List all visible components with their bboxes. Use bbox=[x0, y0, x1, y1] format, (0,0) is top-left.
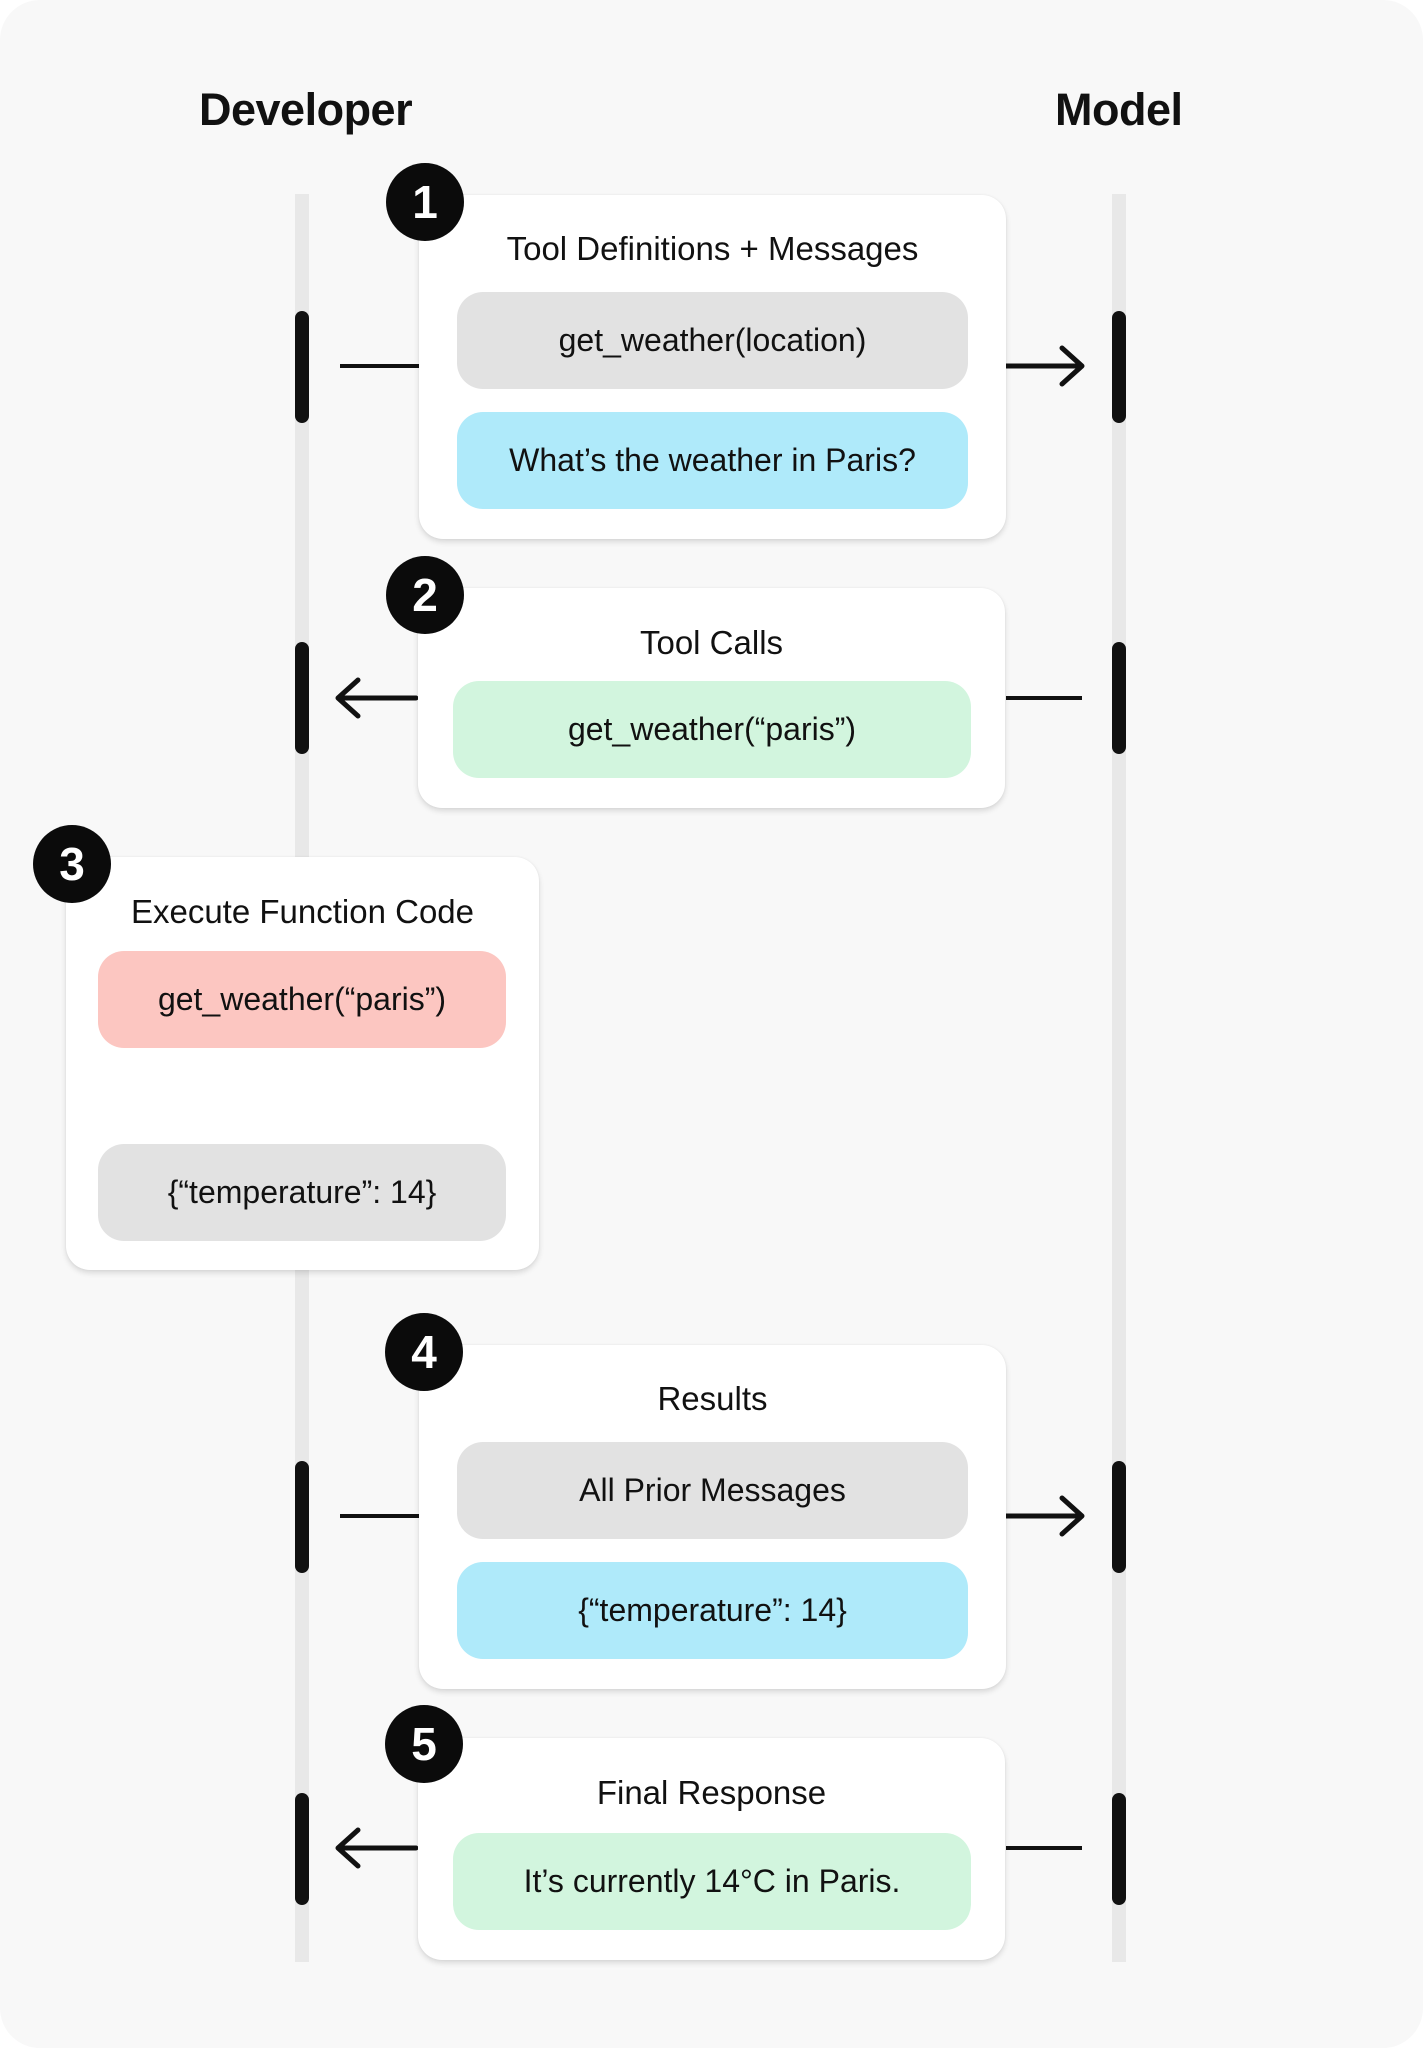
step-2-card: Tool Calls get_weather(“paris”) bbox=[418, 588, 1005, 808]
step-3-card: Execute Function Code get_weather(“paris… bbox=[66, 857, 539, 1270]
step-2-connector-right bbox=[1006, 696, 1082, 700]
step-2-number-badge: 2 bbox=[386, 556, 464, 634]
step-5-title: Final Response bbox=[596, 1774, 827, 1811]
step-5-number-badge: 5 bbox=[385, 1705, 463, 1783]
step-4-number-badge: 4 bbox=[385, 1313, 463, 1391]
developer-activation-5 bbox=[295, 1793, 309, 1905]
developer-activation-4 bbox=[295, 1461, 309, 1573]
step-2-title: Tool Calls bbox=[639, 624, 784, 661]
step-5-card: Final Response It’s currently 14°C in Pa… bbox=[418, 1738, 1005, 1960]
step-4-title: Results bbox=[657, 1380, 768, 1417]
model-activation-4 bbox=[1112, 1461, 1126, 1573]
step-1-card: Tool Definitions + Messages get_weather(… bbox=[419, 195, 1006, 539]
step-1-number-badge: 1 bbox=[386, 163, 464, 241]
step-3-title: Execute Function Code bbox=[130, 893, 475, 930]
step-5-arrow-left-icon bbox=[335, 1827, 419, 1869]
developer-activation-1 bbox=[295, 311, 309, 423]
developer-activation-2 bbox=[295, 642, 309, 754]
step-1-title: Tool Definitions + Messages bbox=[506, 230, 919, 267]
step-5-final-response-pill: It’s currently 14°C in Paris. bbox=[453, 1833, 971, 1930]
developer-lane-title: Developer bbox=[199, 84, 413, 135]
step-3-function-result-pill: {“temperature”: 14} bbox=[98, 1144, 506, 1241]
model-lane-title: Model bbox=[1055, 84, 1183, 135]
step-1-arrow-right-icon bbox=[1003, 345, 1085, 387]
step-1-tool-definition-pill: get_weather(location) bbox=[457, 292, 968, 389]
model-activation-1 bbox=[1112, 311, 1126, 423]
step-3-number-badge: 3 bbox=[33, 825, 111, 903]
step-2-arrow-left-icon bbox=[335, 677, 419, 719]
step-2-tool-call-pill: get_weather(“paris”) bbox=[453, 681, 971, 778]
step-4-connector-left bbox=[340, 1514, 420, 1518]
step-1-connector-left bbox=[340, 364, 420, 368]
step-4-card: Results All Prior Messages {“temperature… bbox=[419, 1345, 1006, 1689]
step-1-user-message-pill: What’s the weather in Paris? bbox=[457, 412, 968, 509]
step-4-prior-messages-pill: All Prior Messages bbox=[457, 1442, 968, 1539]
model-activation-5 bbox=[1112, 1793, 1126, 1905]
step-4-result-pill: {“temperature”: 14} bbox=[457, 1562, 968, 1659]
step-3-function-call-pill: get_weather(“paris”) bbox=[98, 951, 506, 1048]
step-5-connector-right bbox=[1006, 1846, 1082, 1850]
step-4-arrow-right-icon bbox=[1003, 1495, 1085, 1537]
model-activation-2 bbox=[1112, 642, 1126, 754]
